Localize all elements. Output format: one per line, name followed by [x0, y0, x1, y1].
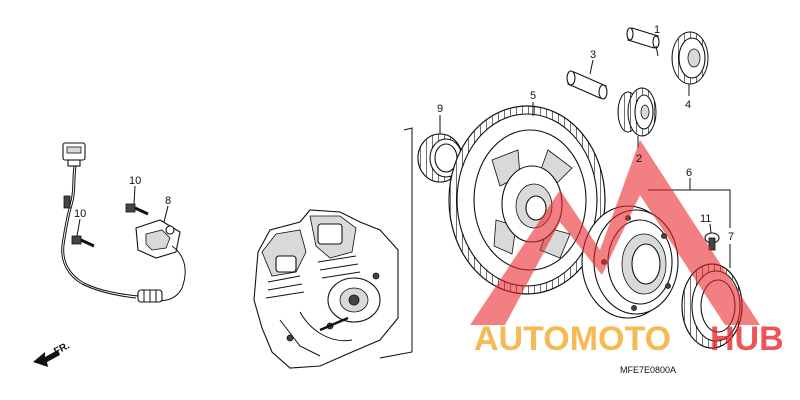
callout-10-lower: 10 [74, 208, 86, 220]
callout-5: 5 [530, 90, 536, 102]
watermark-text-part1: AUTOMOTO [474, 320, 671, 358]
callout-1: 1 [654, 24, 660, 36]
callout-6: 6 [686, 167, 692, 179]
harness-wire [61, 165, 137, 299]
callout-2: 2 [636, 153, 642, 165]
callout-7: 7 [728, 231, 734, 243]
callout-10-upper: 10 [129, 175, 141, 187]
callout-8: 8 [165, 195, 171, 207]
callout-4: 4 [685, 99, 691, 111]
engine-block [253, 209, 399, 369]
starter-driven-gear [448, 102, 606, 295]
shaft-1 [626, 27, 660, 57]
bolt-10-upper [125, 203, 149, 216]
front-label: FR. [52, 340, 72, 357]
assembly-reference-line [379, 127, 413, 359]
bolt-11 [704, 223, 720, 251]
starter-reduction-gear [671, 31, 709, 96]
sensor-harness [61, 142, 186, 303]
callout-9: 9 [437, 103, 443, 115]
starter-idle-gear [617, 87, 657, 148]
sensor-plug [137, 289, 163, 303]
front-direction-indicator: FR. [33, 340, 72, 367]
callout-3: 3 [590, 49, 596, 61]
shaft-3 [566, 59, 608, 100]
watermark: AUTOMOTO HUB [470, 140, 784, 358]
watermark-text-part2: HUB [710, 320, 784, 358]
watermark-triangle-icon [470, 140, 760, 325]
bolt-10-lower [71, 235, 95, 248]
diagram-code: MFE7E0800A [620, 365, 676, 375]
front-arrow-icon [33, 350, 60, 367]
callout-11: 11 [700, 213, 711, 225]
